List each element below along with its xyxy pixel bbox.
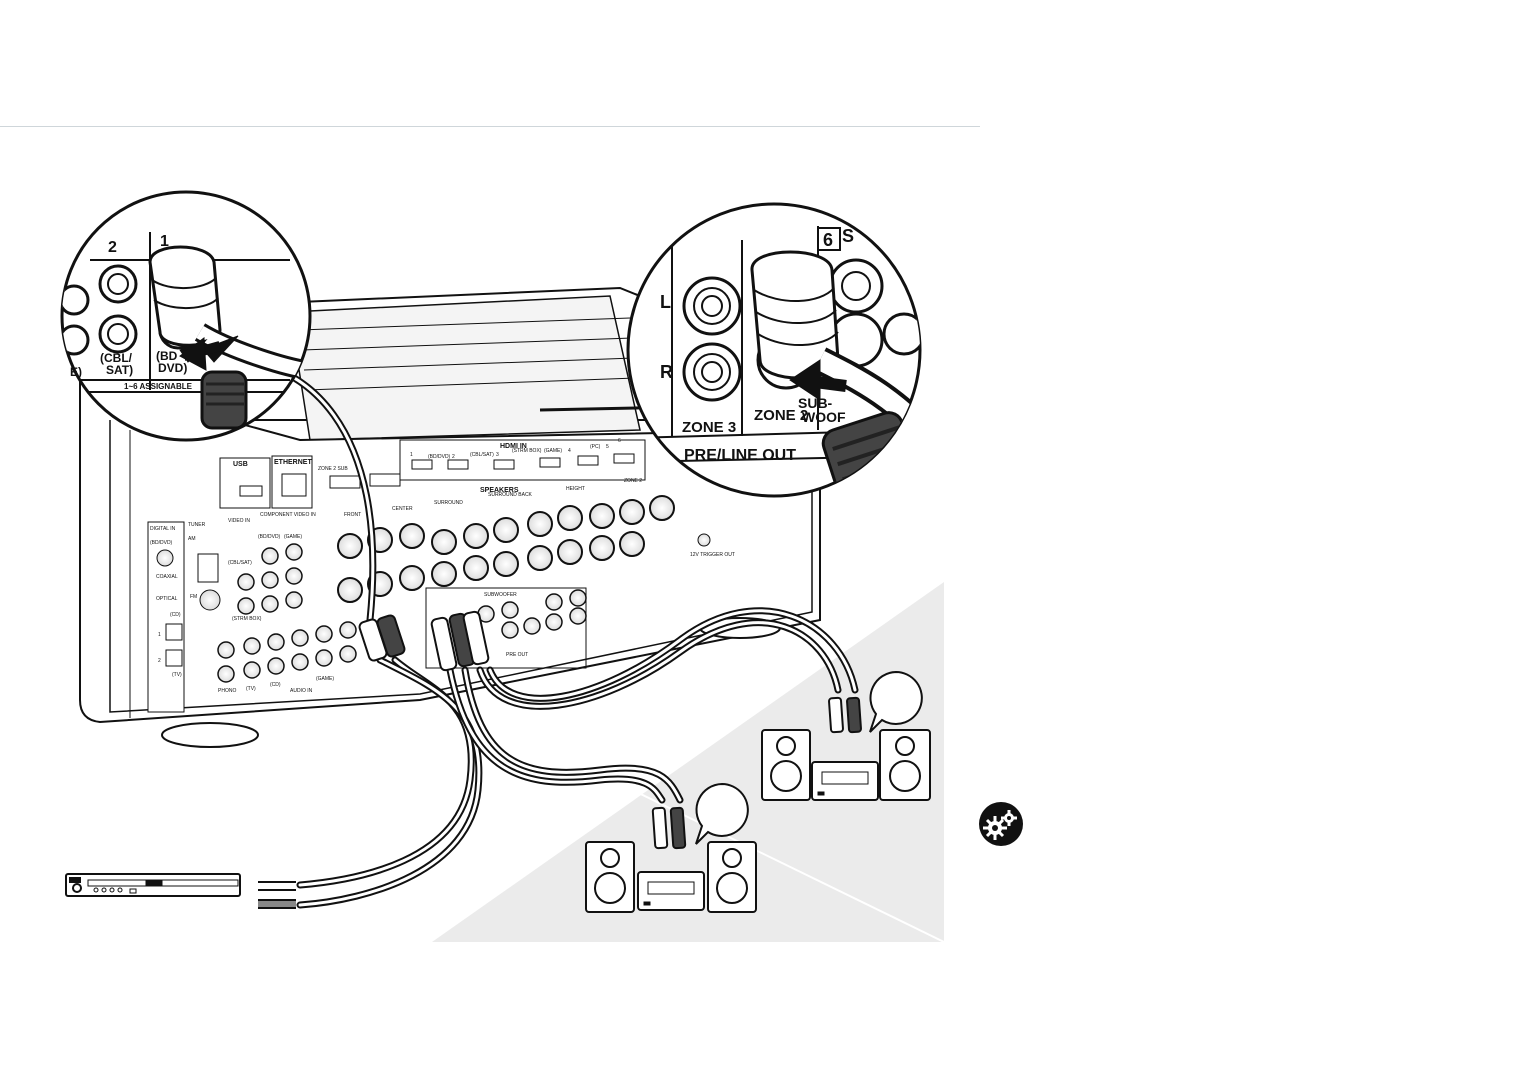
svg-text:(PC): (PC) [590, 444, 601, 450]
svg-text:SURROUND: SURROUND [434, 500, 463, 506]
svg-text:SURROUND BACK: SURROUND BACK [488, 492, 533, 498]
svg-text:ZONE 2: ZONE 2 [624, 478, 642, 484]
hdmi-in-label: HDMI IN [500, 443, 527, 450]
zone-speaker-system-a [761, 696, 931, 801]
pre-out-jacks [477, 589, 587, 639]
svg-text:(BD/DVD): (BD/DVD) [150, 540, 173, 546]
svg-text:(GAME): (GAME) [284, 534, 302, 540]
zoom-left-col2: 2 [108, 239, 117, 256]
audio-in-jacks [217, 621, 357, 683]
svg-text:4: 4 [568, 448, 571, 454]
svg-text:(CBL/: (CBL/ [100, 351, 133, 365]
svg-text:AM: AM [188, 536, 196, 542]
svg-text:(CBL/SAT): (CBL/SAT) [228, 560, 252, 566]
svg-text:E): E) [70, 365, 82, 379]
svg-text:2: 2 [452, 454, 455, 460]
bd-dvd-player [65, 873, 296, 909]
svg-text:(CD): (CD) [170, 612, 181, 618]
svg-text:(BD/DVD): (BD/DVD) [258, 534, 281, 540]
speech-bubble-icon [695, 782, 749, 845]
ethernet-label: ETHERNET [274, 459, 312, 466]
assignable-label: 1~6 ASSIGNABLE [124, 382, 193, 391]
rca-plugs-receiver [358, 610, 490, 672]
video-jacks [237, 543, 303, 615]
svg-text:(TV): (TV) [172, 672, 182, 678]
speakers-label: SPEAKERS [480, 487, 519, 494]
svg-text:FRONT: FRONT [344, 512, 361, 518]
svg-text:(TV): (TV) [246, 686, 256, 692]
svg-text:(GAME): (GAME) [316, 676, 334, 682]
zone2-sub-label: ZONE 2 SUB [318, 466, 348, 472]
zoom-right-num6: 6 [823, 230, 833, 250]
subwoofer-label: SUBWOOFER [484, 592, 517, 598]
svg-text:(BD/DVD): (BD/DVD) [428, 454, 451, 460]
svg-text:2: 2 [158, 658, 161, 664]
svg-text:S: S [842, 226, 854, 246]
svg-text:COAXIAL: COAXIAL [156, 574, 178, 580]
svg-text:FM: FM [190, 594, 197, 600]
svg-text:(CD): (CD) [270, 682, 281, 688]
svg-text:(STRM BOX): (STRM BOX) [232, 616, 262, 622]
svg-text:WOOF: WOOF [802, 409, 846, 425]
svg-text:CENTER: CENTER [392, 506, 413, 512]
digital-in-label: DIGITAL IN [150, 526, 176, 532]
svg-text:6: 6 [618, 438, 621, 444]
zoom-circle-right: 6 S L R ZONE 3 ZONE 2 SUB- WOOF PRE/LINE… [626, 202, 922, 498]
svg-text:(STRM BOX): (STRM BOX) [512, 448, 542, 454]
svg-text:SAT): SAT) [106, 363, 133, 377]
component-label: COMPONENT VIDEO IN [260, 512, 316, 518]
settings-gear-icon [979, 802, 1023, 846]
svg-text:SUB-: SUB- [798, 395, 833, 411]
svg-text:(BD: (BD [156, 349, 178, 363]
svg-text:5: 5 [606, 444, 609, 450]
zone3-label: ZONE 3 [682, 419, 736, 436]
trigger-out-label: 12V TRIGGER OUT [690, 552, 735, 558]
svg-text:1: 1 [410, 452, 413, 458]
svg-text:3: 3 [496, 452, 499, 458]
svg-text:HEIGHT: HEIGHT [566, 486, 585, 492]
zone-speaker-system-b [585, 806, 757, 913]
speech-bubble-icon [869, 670, 923, 733]
zone-floor [432, 582, 944, 942]
video-in-label: VIDEO IN [228, 518, 250, 524]
pre-out-label: PRE OUT [506, 652, 528, 658]
svg-text:OPTICAL: OPTICAL [156, 596, 178, 602]
zone2-label: ZONE 2 [754, 407, 808, 424]
hdmi-ports [329, 453, 635, 489]
audio-in-label: AUDIO IN [290, 688, 313, 694]
svg-text:PHONO: PHONO [218, 688, 236, 694]
zoom-left-col1: 1 [160, 233, 169, 250]
tuner-label: TUNER [188, 522, 206, 528]
rear-panel: USB ETHERNET ZONE 2 SUB HDMI IN 1 2 3 4 … [147, 438, 735, 713]
svg-text:1: 1 [158, 632, 161, 638]
zoom-circle-left: 2 1 (CBL/ SAT) (BD DVD) E) 1~6 ASSIGNABL… [60, 190, 312, 442]
svg-text:DVD): DVD) [158, 361, 187, 375]
svg-text:(GAME): (GAME) [544, 448, 562, 454]
header-rule [0, 126, 980, 127]
svg-text:R: R [660, 362, 673, 382]
usb-label: USB [233, 461, 248, 468]
pre-line-out-label: PRE/LINE OUT [684, 447, 796, 464]
svg-text:(CBL/SAT): (CBL/SAT) [470, 452, 494, 458]
svg-text:L: L [660, 292, 671, 312]
